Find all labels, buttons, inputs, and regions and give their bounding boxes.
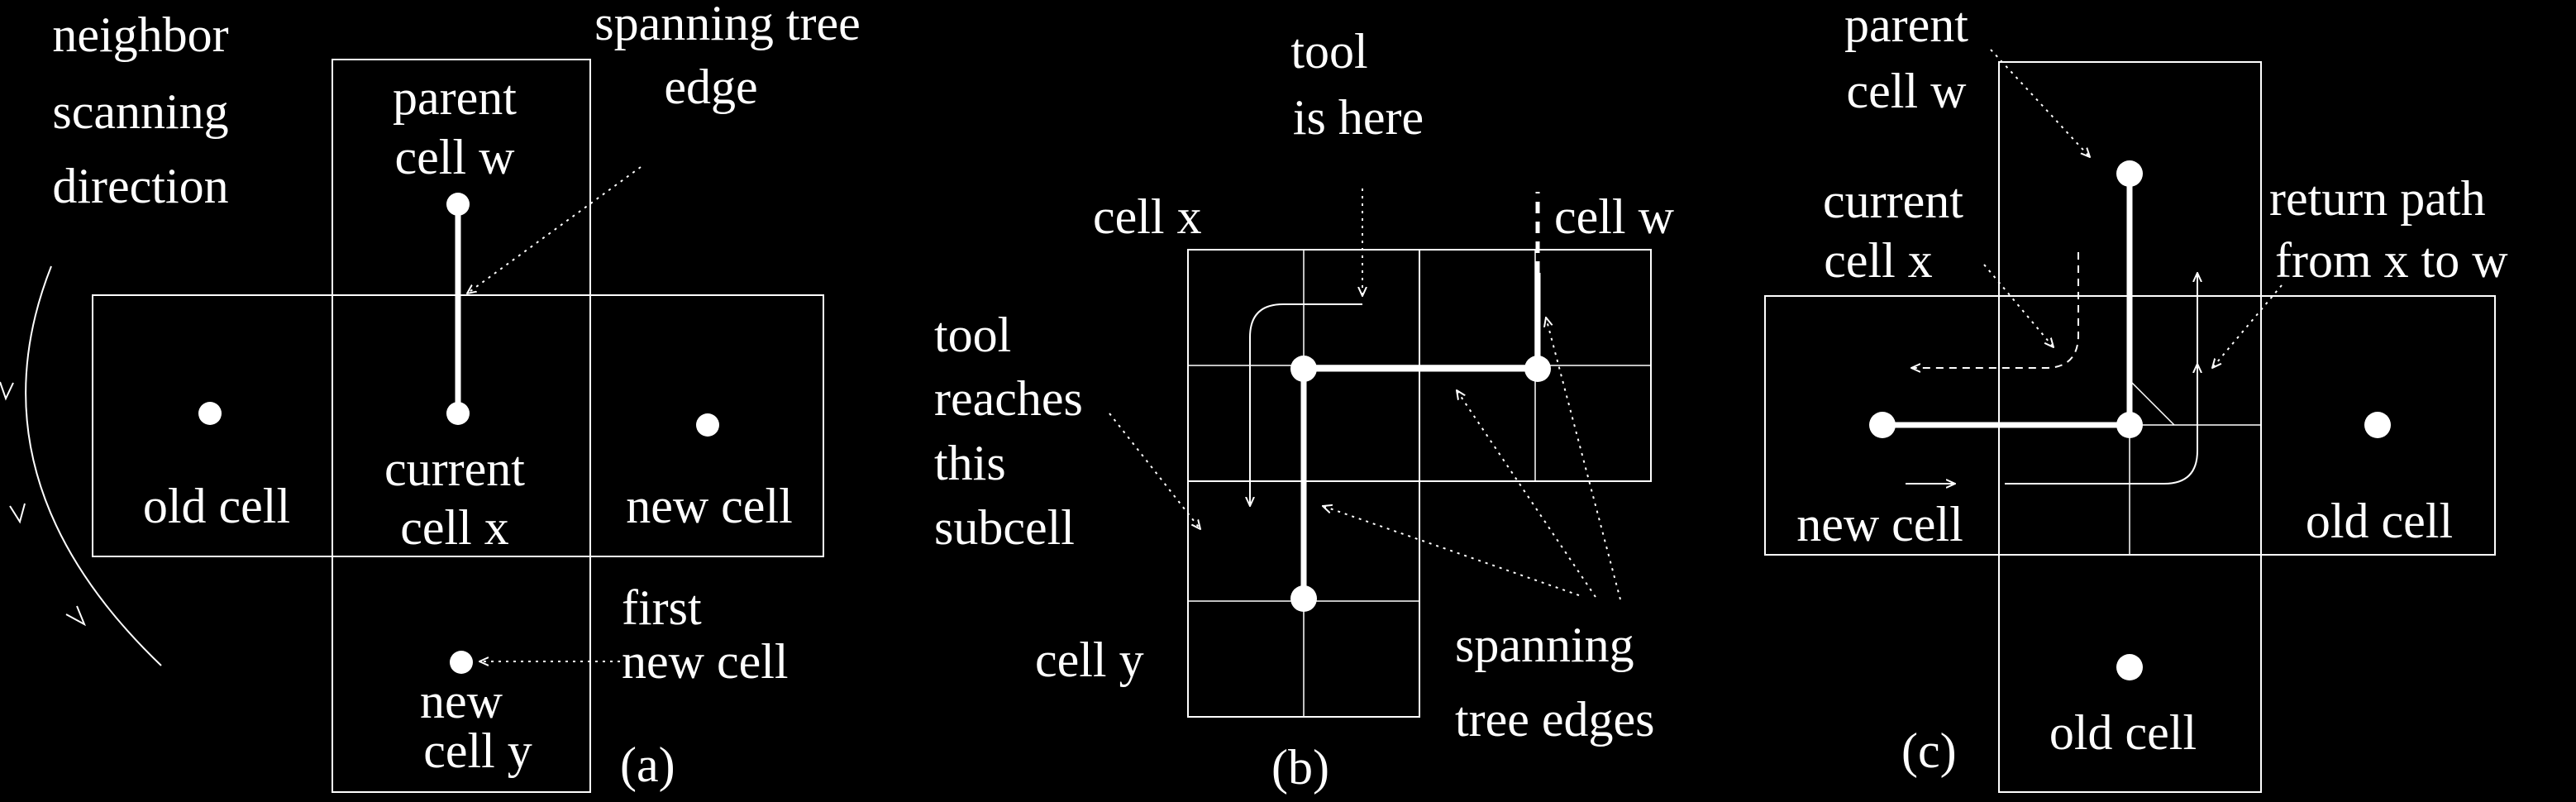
subcell-line-c-diag bbox=[2129, 380, 2175, 426]
current-label-c-2: cell x bbox=[1824, 233, 1933, 288]
parent-node-c bbox=[2116, 160, 2143, 187]
reaches-label-3: this bbox=[934, 436, 1006, 490]
incoming-path-c bbox=[1911, 252, 2079, 368]
return-path-label-2: from x to w bbox=[2275, 233, 2508, 288]
old-cell-bottom-label-c: old cell bbox=[2049, 705, 2197, 760]
old-cell-right-label-c: old cell bbox=[2306, 494, 2453, 548]
tree-edges-label-2: tree edges bbox=[1455, 692, 1655, 747]
new-cell-a bbox=[589, 294, 824, 557]
current-node-c bbox=[2116, 412, 2143, 438]
current-label-a-1: current bbox=[384, 442, 525, 496]
arc-arrowhead-1 bbox=[0, 381, 14, 401]
new-y-label-1: new bbox=[420, 674, 503, 728]
direction-label-2: scanning bbox=[52, 84, 228, 139]
edge-leader-a bbox=[467, 166, 642, 294]
edge-label-1: spanning tree bbox=[594, 0, 861, 50]
first-new-node-a bbox=[450, 651, 473, 674]
new-cell-label-a: new cell bbox=[626, 479, 793, 533]
panel-a-label: (a) bbox=[620, 738, 675, 792]
parent-leader-c bbox=[1990, 49, 2090, 157]
tree-edges-label-1: spanning bbox=[1455, 618, 1634, 672]
parent-label-a-1: parent bbox=[393, 70, 517, 125]
new-node-a bbox=[696, 413, 719, 437]
new-node-c bbox=[1869, 412, 1896, 438]
old-bottom-node-c bbox=[2116, 654, 2143, 680]
return-leader-c bbox=[2212, 284, 2283, 368]
direction-label-1: neighbor bbox=[52, 7, 228, 62]
spanning-tree-edges-b bbox=[1300, 273, 1541, 601]
cell-x-label-b: cell x bbox=[1093, 189, 1202, 244]
panel-b-label: (b) bbox=[1271, 740, 1329, 795]
node-w-b bbox=[1524, 356, 1551, 382]
new-cell-y-a bbox=[332, 556, 591, 793]
current-label-a-2: cell x bbox=[400, 500, 509, 555]
direction-label-3: direction bbox=[52, 159, 228, 213]
old-right-node-c bbox=[2364, 412, 2391, 438]
reaches-leader bbox=[1109, 413, 1200, 529]
tree-edges-leader-3 bbox=[1546, 317, 1621, 600]
reaches-label-4: subcell bbox=[934, 500, 1075, 555]
arc-arrowhead-3 bbox=[65, 605, 86, 627]
tool-here-label-1: tool bbox=[1290, 24, 1367, 79]
new-cell-label-c: new cell bbox=[1796, 497, 1963, 551]
tool-path-b bbox=[1250, 303, 1362, 506]
parent-label-c-2: cell w bbox=[1847, 64, 1968, 118]
first-new-label-1: first bbox=[622, 580, 702, 635]
parent-label-c-1: parent bbox=[1844, 0, 1968, 52]
cell-y-label-b: cell y bbox=[1035, 633, 1144, 687]
tree-edges-leader-2 bbox=[1457, 390, 1596, 598]
tree-edges-leader-1 bbox=[1323, 506, 1580, 596]
return-path-c bbox=[2005, 273, 2197, 485]
scanning-direction-arc bbox=[25, 265, 162, 666]
new-y-label-2: cell y bbox=[423, 723, 532, 778]
first-new-label-2: new cell bbox=[622, 634, 789, 689]
old-node-a bbox=[198, 402, 222, 425]
panel-c-label: (c) bbox=[1901, 723, 1957, 778]
reaches-label-2: reaches bbox=[934, 371, 1083, 426]
current-label-c-1: current bbox=[1823, 174, 1963, 228]
current-leader-c bbox=[1983, 264, 2054, 347]
cell-w-label-b: cell w bbox=[1554, 189, 1675, 244]
return-path-label-1: return path bbox=[2269, 171, 2486, 226]
panel-c: parent cell w current cell x return path… bbox=[1764, 0, 2508, 793]
arc-arrowhead-2 bbox=[9, 503, 26, 524]
current-node-a bbox=[446, 402, 470, 425]
edge-label-2: edge bbox=[664, 60, 757, 114]
node-x-b bbox=[1290, 356, 1317, 382]
reaches-label-1: tool bbox=[934, 308, 1011, 362]
panel-b: tool is here cell x cell w cell y tool r… bbox=[934, 24, 1675, 795]
node-y-b bbox=[1290, 585, 1317, 612]
parent-label-a-2: cell w bbox=[395, 130, 516, 184]
panel-a: neighbor scanning direction spanning tre… bbox=[0, 0, 861, 793]
tool-here-label-2: is here bbox=[1293, 90, 1424, 145]
old-cell-label-a: old cell bbox=[143, 479, 290, 533]
parent-node-a bbox=[446, 193, 470, 216]
